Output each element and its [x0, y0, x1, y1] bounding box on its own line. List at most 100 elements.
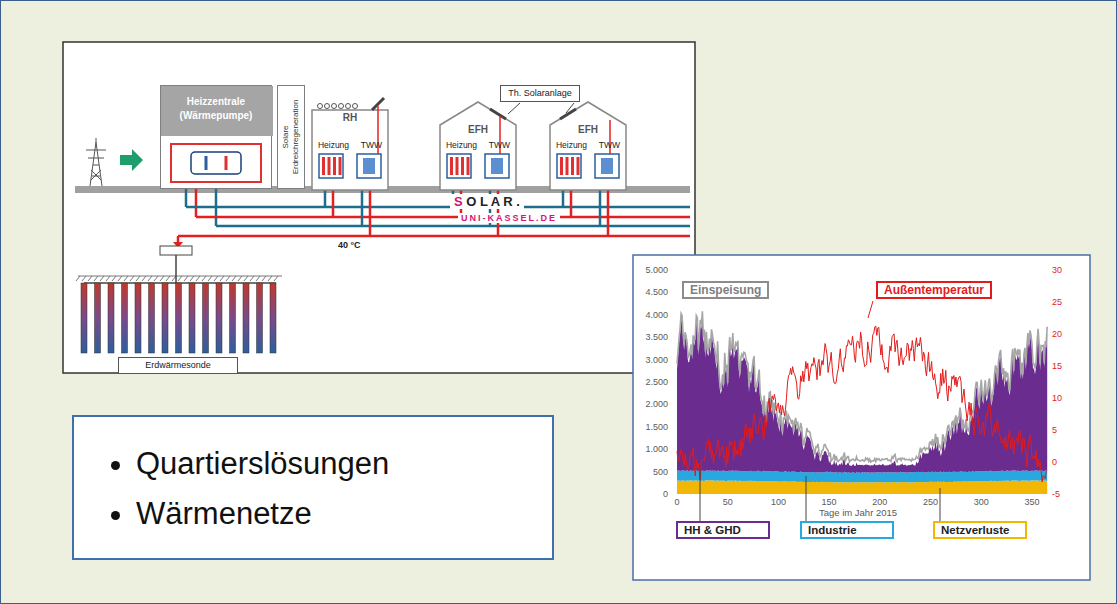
probe: [230, 283, 236, 353]
probe: [203, 283, 209, 353]
hatch-stroke: [214, 276, 218, 281]
bullet-list: QuartierslösungenWärmenetze: [74, 417, 552, 539]
detached-house: EFHHeizungTWW: [440, 100, 516, 190]
hatch-stroke: [274, 276, 278, 281]
y2-axis-tick: 30: [1052, 265, 1062, 275]
collector-dot: [346, 104, 351, 109]
hatch-stroke: [106, 276, 110, 281]
x-axis-tick: 250: [923, 497, 938, 507]
manifold-pipe: [175, 255, 177, 283]
building-label: EFH: [550, 124, 626, 135]
circuit-label: TWW: [361, 140, 382, 150]
hatch-stroke: [136, 276, 140, 281]
hatch-stroke: [262, 276, 266, 281]
title-band: [161, 86, 273, 136]
hatch-stroke: [100, 276, 104, 281]
heat-pump-frame: [171, 144, 261, 182]
temperature-label: 40 °C: [336, 240, 363, 250]
radiator-icon: [557, 154, 581, 178]
collector-dot: [332, 104, 337, 109]
probe: [122, 283, 128, 353]
leader-line: [700, 468, 701, 521]
manifold: [160, 246, 192, 255]
heat-pump-hot: [225, 156, 228, 170]
axis-title: Tage im Jahr 2015: [819, 507, 897, 518]
x-axis-tick: 200: [872, 497, 887, 507]
y2-axis-tick: 25: [1052, 297, 1062, 307]
bullet-item: Quartierslösungen: [136, 439, 552, 489]
y2-axis-tick: 15: [1052, 361, 1062, 371]
y-axis-tick: 1.000: [645, 444, 668, 454]
hatch-stroke: [76, 276, 80, 281]
radiator-fin: [467, 157, 470, 175]
hatch-stroke: [112, 276, 116, 281]
detached-house: EFH Heizung TWW: [550, 100, 626, 190]
x-axis-tick: 300: [974, 497, 989, 507]
y-axis-tick: 0: [663, 489, 668, 499]
pipe-network: [173, 189, 690, 248]
tank-core: [601, 158, 613, 174]
heat-pump-icon: [191, 152, 241, 174]
building-label: EFH: [440, 124, 516, 135]
callout-box: Th. Solaranlage: [500, 85, 580, 102]
leader-line: [940, 488, 941, 521]
probe: [149, 283, 155, 353]
house-outline: [440, 102, 516, 190]
pipe: [185, 189, 188, 207]
radiator-fin: [328, 157, 331, 175]
hatch-stroke: [202, 276, 206, 281]
y-axis-tick: 3.000: [645, 355, 668, 365]
radiator-fin: [560, 157, 563, 175]
circuit-label: TWW: [599, 140, 620, 150]
probe: [189, 283, 195, 353]
probe: [108, 283, 114, 353]
bullet-box: QuartierslösungenWärmenetze: [72, 415, 554, 560]
x-axis-tick: 0: [674, 497, 679, 507]
radiator-fin: [450, 157, 453, 175]
y-axis-tick: 4.500: [645, 287, 668, 297]
hatch-stroke: [178, 276, 182, 281]
y-axis-tick: 3.500: [645, 332, 668, 342]
circuit-label: Heizung: [556, 140, 587, 150]
tank-icon: [485, 154, 509, 178]
legend-text: Netzverluste: [941, 524, 1019, 536]
pipe: [369, 190, 372, 236]
hatch-stroke: [184, 276, 188, 281]
hatch-stroke: [190, 276, 194, 281]
hatch-stroke: [196, 276, 200, 281]
hatch-stroke: [256, 276, 260, 281]
heat-pump-cold: [205, 156, 208, 170]
pipe: [332, 190, 335, 217]
chart-plot: [677, 301, 1047, 521]
hatch-stroke: [268, 276, 272, 281]
legend-item: HH & GHD: [676, 521, 770, 539]
hatch-stroke: [88, 276, 92, 281]
series-label: Einspeisung: [682, 281, 769, 299]
hatch-stroke: [232, 276, 236, 281]
radiator-fin: [571, 157, 574, 175]
hatch-stroke: [166, 276, 170, 281]
loss-area: [677, 480, 1047, 494]
chart-panel: [633, 255, 1090, 580]
tank-core: [491, 158, 503, 174]
pipe: [599, 190, 602, 226]
radiator-fin: [577, 157, 580, 175]
y2-axis-tick: 20: [1052, 329, 1062, 339]
y-axis-tick: 4.000: [645, 310, 668, 320]
hatch-stroke: [82, 276, 86, 281]
hatch-stroke: [220, 276, 224, 281]
bullet-item: Wärmenetze: [136, 489, 552, 539]
radiator-icon: [447, 154, 471, 178]
leader-line: [508, 103, 520, 114]
label-row: Heizung TWW: [550, 140, 626, 150]
x-axis-tick: 50: [723, 497, 733, 507]
feed-in-line: [677, 311, 1047, 462]
watermark-url: UNI-KASSEL.DE: [458, 213, 560, 223]
terraced-house: RHHeizungTWW: [312, 100, 388, 190]
radiator-fin: [461, 157, 464, 175]
watermark: S O L A R .: [450, 194, 524, 209]
solar-panel: [560, 109, 576, 119]
hatch-stroke: [226, 276, 230, 281]
y-axis-tick: 2.500: [645, 377, 668, 387]
